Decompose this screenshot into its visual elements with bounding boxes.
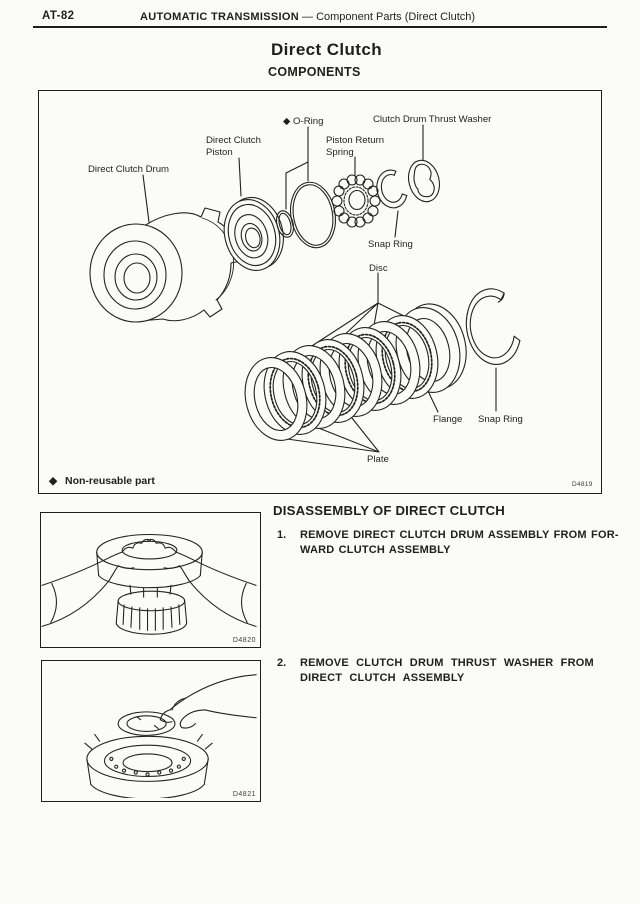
label-snap-ring-upper: Snap Ring [368,239,413,250]
header-section: AUTOMATIC TRANSMISSION [140,11,299,23]
label-snap-ring-lower: Snap Ring [478,414,523,425]
step-number: 1. [277,529,287,541]
snap-ring-upper-drawing [376,169,408,209]
step-text: REMOVE DIRECT CLUTCH DRUM ASSEMBLY FROM … [300,529,619,556]
step-text: REMOVE CLUTCH DRUM THRUST WASHER FROM DI… [300,657,594,684]
oring-small-drawing [275,210,295,238]
figure-id-d4820: D4820 [232,637,256,644]
label-clutch-drum-thrust-washer: Clutch Drum Thrust Washer [373,114,492,125]
label-flange: Flange [433,414,462,425]
label-direct-clutch-piston-line2: Piston [206,147,233,158]
label-piston-return-spring-line1: Piston Return [326,135,384,146]
components-figure: Direct Clutch Drum Direct Clutch Piston … [38,90,602,494]
disc-drawing [263,351,327,435]
label-direct-clutch-piston-line1: Direct Clutch [206,135,261,146]
non-reusable-note: Non-reusable part [65,475,155,487]
figure-d4821: D4821 [41,660,261,802]
return-spring-drawing [331,174,381,228]
figure-id-d4821: D4821 [232,791,256,798]
hands-drum-drawing [41,533,257,635]
header-rule [33,26,607,28]
snap-ring-lower-drawing [465,288,521,365]
figure-id-d4819: D4819 [572,481,593,488]
label-disc: Disc [369,263,388,274]
page-title: Direct Clutch [271,40,382,59]
oring-large-drawing [290,181,336,249]
hand-washer-drawing [84,674,257,800]
leader-lines [142,124,497,453]
piston-drawing [223,196,284,271]
non-reusable-diamond-icon: ◆ [48,475,58,487]
components-heading: COMPONENTS [268,65,361,79]
page-code: AT-82 [42,10,75,22]
figure-d4820: D4820 [40,512,261,648]
step-number: 2. [277,657,287,669]
label-piston-return-spring-line2: Spring [326,147,354,158]
disassembly-heading: DISASSEMBLY OF DIRECT CLUTCH [273,503,506,518]
header-subsection: — Component Parts (Direct Clutch) [302,11,476,23]
plate-drawing [244,357,308,441]
drum-drawing [89,207,244,323]
exploded-diagram: Direct Clutch Drum Direct Clutch Piston … [48,114,593,488]
label-o-ring: ◆ O-Ring [283,116,323,127]
label-direct-clutch-drum: Direct Clutch Drum [88,164,169,175]
step-item-1: 1. REMOVE DIRECT CLUTCH DRUM ASSEMBLY FR… [277,528,629,558]
page-header: AUTOMATIC TRANSMISSION — Component Parts… [140,11,475,23]
thrust-washer-drawing [407,159,441,203]
clutch-pack-drawing [244,303,467,441]
step-item-2: 2. REMOVE CLUTCH DRUM THRUST WASHER FROM… [277,656,629,686]
label-plate: Plate [367,454,389,465]
